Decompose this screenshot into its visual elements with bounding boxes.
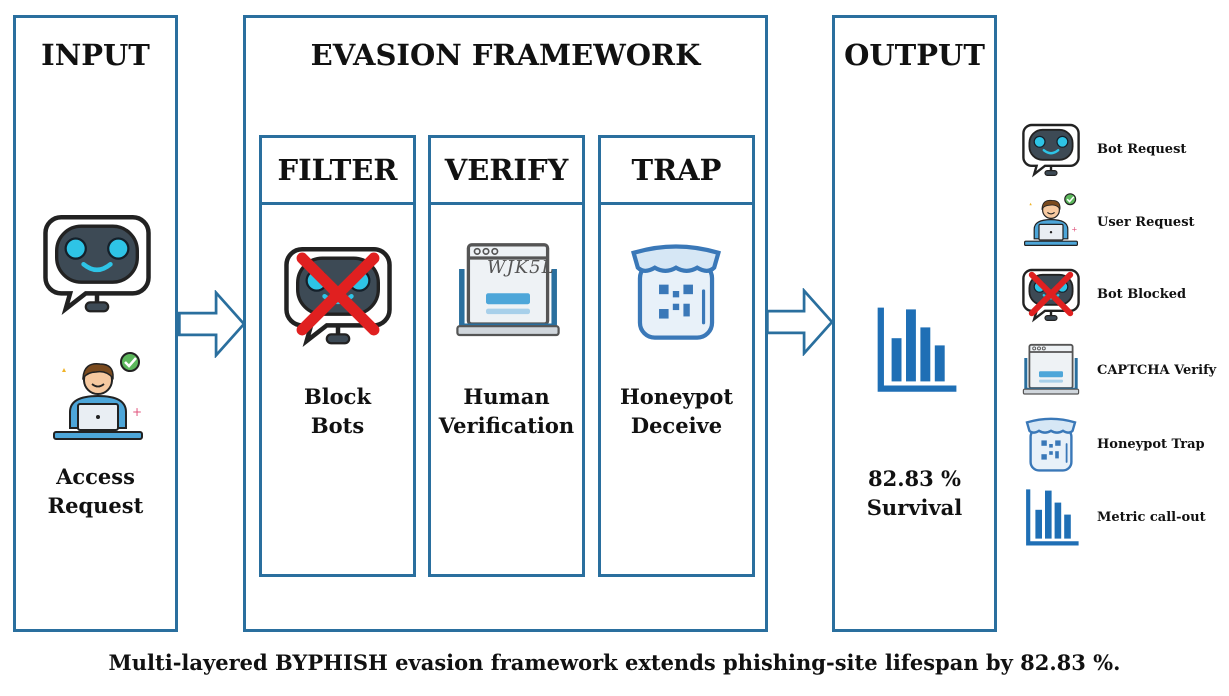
captcha-icon: WJK5L (453, 236, 563, 346)
legend-item-bot-blocked: Bot Blocked (1020, 264, 1225, 324)
input-panel: INPUT Access Request (13, 15, 178, 632)
stage-trap-label: Honeypot Deceive (619, 384, 734, 438)
output-title: OUTPUT (844, 38, 985, 72)
framework-title: EVASION FRAMEWORK (310, 38, 701, 72)
bar-chart-icon (1020, 487, 1082, 547)
legend-label: CAPTCHA Verify (1097, 362, 1217, 378)
flow-arrow-input (178, 290, 246, 358)
output-panel: OUTPUT 82.83 % Survival (832, 15, 997, 632)
bot-blocked-icon (282, 238, 394, 350)
output-label: Survival (866, 495, 963, 520)
user-laptop-icon (1020, 192, 1082, 252)
bot-blocked-icon (1020, 264, 1082, 324)
stage-filter-title: FILTER (262, 138, 413, 205)
stage-verify-label: Human Verification (438, 384, 575, 438)
stage-filter: FILTER Block Bots (259, 135, 416, 577)
legend-label: Metric call-out (1097, 509, 1206, 525)
user-laptop-icon (46, 350, 150, 450)
input-title: INPUT (41, 38, 150, 72)
stage-verify: VERIFY WJK5L Human Verification (428, 135, 585, 577)
stage-filter-label: Block Bots (303, 384, 372, 438)
legend-item-metric-callout: Metric call-out (1020, 487, 1225, 547)
captcha-text: WJK5L (487, 257, 555, 278)
legend-item-bot-request: Bot Request (1020, 119, 1225, 179)
legend-label: Bot Request (1097, 141, 1187, 157)
stage-verify-title: VERIFY (431, 138, 582, 205)
input-label: Access Request (47, 464, 144, 518)
stage-trap: TRAP Honeypot Deceive (598, 135, 755, 577)
output-metric: 82.83 % Survival (835, 464, 994, 522)
legend-item-honeypot-trap: Honeypot Trap (1020, 414, 1225, 474)
stage-trap-title: TRAP (601, 138, 752, 205)
bar-chart-icon (870, 304, 960, 394)
legend-label: Bot Blocked (1097, 286, 1187, 302)
framework-panel: EVASION FRAMEWORK FILTER Block Bots VERI… (243, 15, 768, 632)
honeypot-jar-icon (623, 238, 729, 344)
captcha-icon (1020, 340, 1082, 400)
figure-caption: Multi-layered BYPHISH evasion framework … (108, 650, 1121, 675)
bot-icon (41, 206, 153, 318)
legend-label: Honeypot Trap (1097, 436, 1205, 452)
legend-label: User Request (1097, 214, 1195, 230)
output-value: 82.83 % (867, 466, 962, 491)
bot-icon (1020, 119, 1082, 179)
flow-arrow-output (766, 288, 834, 356)
legend-item-user-request: User Request (1020, 192, 1225, 252)
honeypot-jar-icon (1020, 414, 1082, 474)
legend-item-captcha-verify: CAPTCHA Verify (1020, 340, 1225, 400)
